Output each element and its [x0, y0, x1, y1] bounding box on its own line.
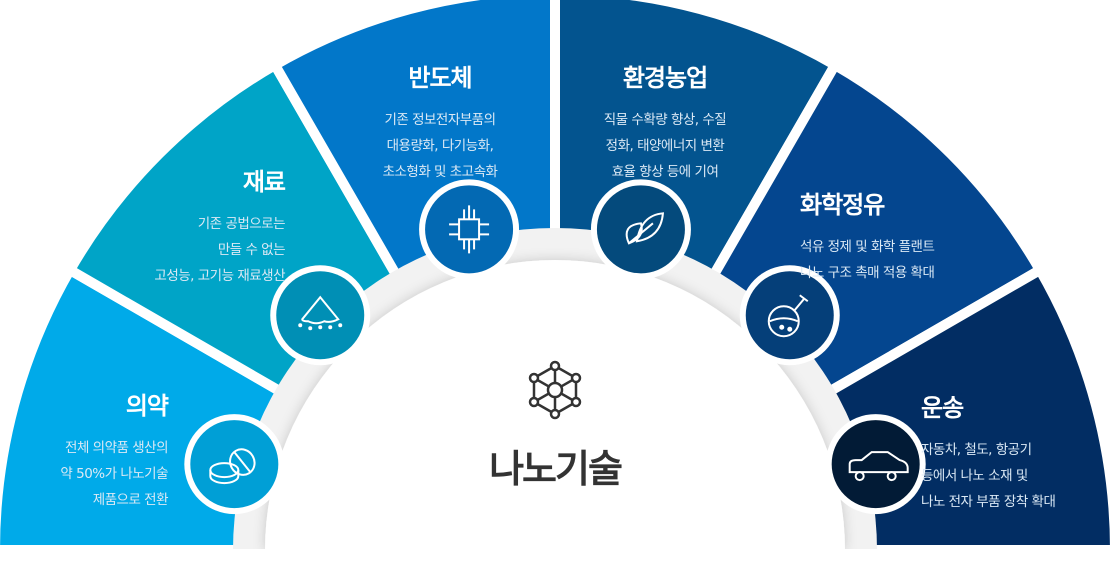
sector-text: 기존 공법으로는 — [197, 216, 286, 232]
sector-title: 반도체 — [408, 64, 472, 92]
car-icon — [825, 414, 926, 515]
nano-molecule-icon — [528, 360, 582, 420]
chip-icon — [419, 179, 520, 280]
sector-env-agri: 환경농업 직물 수확량 향상, 수질 정화, 태양에너지 변환 효율 향상 등에… — [565, 58, 765, 185]
sector-text: 제품으로 전환 — [92, 492, 169, 508]
sector-text: 석유 정제 및 화학 플랜트 — [800, 239, 935, 255]
sector-text: 효율 향상 등에 기여 — [611, 164, 719, 180]
sector-title: 화학정유 — [800, 191, 885, 219]
flask-icon — [739, 265, 840, 366]
sector-transport: 운송 자동차, 철도, 항공기 등에서 나노 소재 및 나노 전자 부품 장착 … — [921, 388, 1056, 515]
sector-title: 의약 — [125, 392, 169, 420]
sector-materials: 재료 기존 공법으로는 만들 수 없는 고성능, 고기능 재료생산 — [154, 162, 286, 289]
sector-text: 만들 수 없는 — [217, 242, 286, 258]
sector-text: 기존 정보전자부품의 — [384, 112, 496, 128]
powder-pile-icon — [270, 265, 371, 366]
sector-petrochem: 화학정유 석유 정제 및 화학 플랜트 나노 구조 촉매 적용 확대 — [800, 185, 935, 286]
sector-text: 초소형화 및 초고속화 — [382, 164, 498, 180]
sector-title: 재료 — [242, 168, 286, 196]
sector-text: 자동차, 철도, 항공기 — [921, 442, 1032, 458]
sector-text: 정화, 태양에너지 변환 — [605, 138, 725, 154]
sector-text: 고성능, 고기능 재료생산 — [154, 268, 285, 284]
sector-text: 나노 구조 촉매 적용 확대 — [800, 265, 935, 281]
leaf-icon — [590, 179, 691, 280]
sector-title: 환경농업 — [622, 64, 708, 92]
sector-text: 나노 전자 부품 장착 확대 — [921, 494, 1056, 510]
sector-text: 등에서 나노 소재 및 — [921, 468, 1028, 484]
pills-icon — [184, 414, 285, 515]
sector-text: 약 50%가 나노기술 — [60, 466, 168, 482]
sector-text: 대용량화, 다기능화, — [386, 138, 494, 154]
sector-semiconductor: 반도체 기존 정보전자부품의 대용량화, 다기능화, 초소형화 및 초고속화 — [340, 58, 540, 185]
sector-text: 전체 의약품 생산의 — [65, 440, 168, 456]
sector-text: 직물 수확량 향상, 수질 — [603, 112, 727, 128]
center-title: 나노기술 — [489, 447, 623, 491]
sector-title: 운송 — [921, 394, 964, 422]
sector-pharma: 의약 전체 의약품 생산의 약 50%가 나노기술 제품으로 전환 — [60, 386, 169, 513]
